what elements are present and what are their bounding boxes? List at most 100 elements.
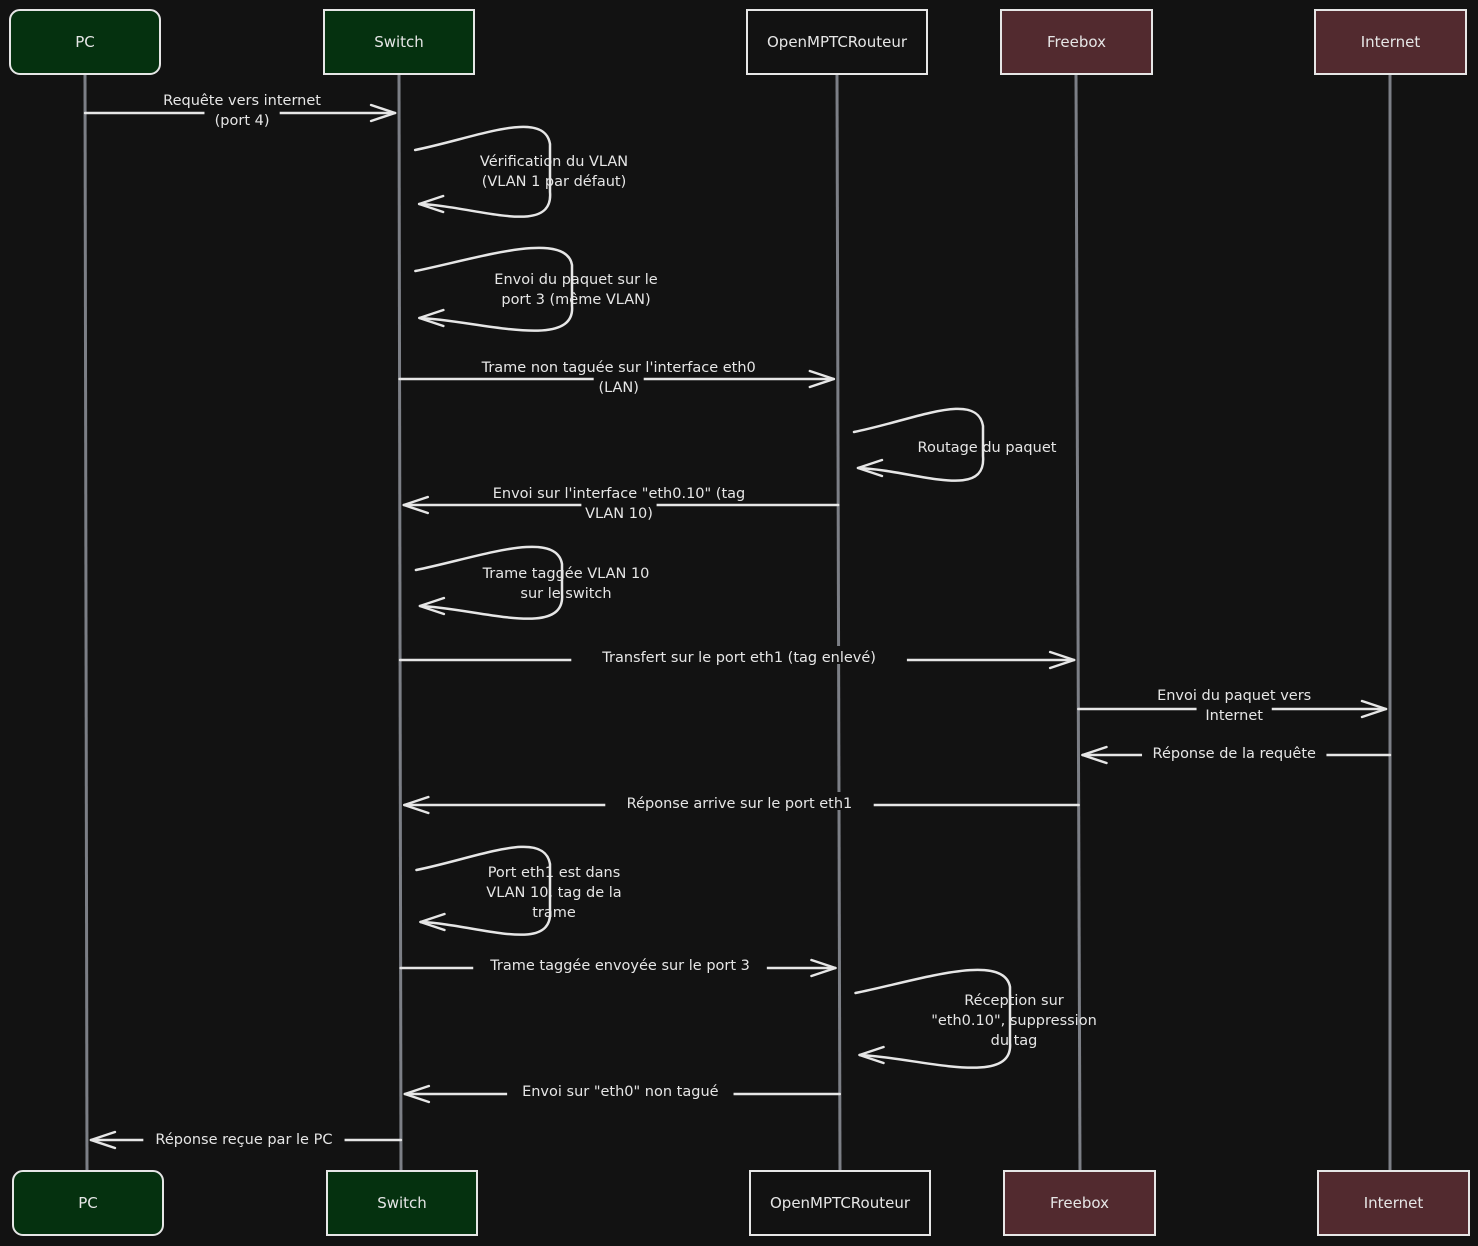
arrowhead	[810, 958, 837, 978]
arrowhead	[1048, 650, 1076, 670]
message-label: Transfert sur le port eth1 (tag enlevé)	[601, 650, 876, 666]
lifeline-switch	[397, 73, 403, 1172]
label-backdrop	[605, 792, 874, 810]
message-label: Routage du paquet	[918, 440, 1057, 456]
actor-internet-bottom: Internet	[1317, 1170, 1470, 1236]
label-backdrop	[571, 646, 907, 664]
message-15: Envoi sur "eth0" non tagué	[403, 1080, 842, 1104]
actor-label: PC	[75, 33, 95, 51]
message-7: Trame taggée VLAN 10 sur le switch	[414, 545, 650, 620]
self-message-loop	[854, 968, 1012, 1069]
message-label: Envoi sur l'interface "eth0.10" (tag	[493, 486, 746, 502]
message-16: Réponse reçue par le PC	[89, 1128, 403, 1150]
arrowhead	[418, 596, 446, 616]
lifeline-freebox	[1074, 73, 1082, 1172]
actor-internet-top: Internet	[1314, 9, 1467, 75]
message-label: Envoi du paquet sur le	[494, 272, 657, 288]
actor-label: Internet	[1361, 33, 1421, 51]
message-label: Port eth1 est dans	[488, 865, 621, 881]
label-backdrop	[204, 109, 280, 127]
message-label: VLAN 10, tag de la	[486, 885, 621, 901]
messages: Requête vers internet (port 4) Vérificatio…	[83, 89, 1392, 1150]
actor-label: PC	[78, 1194, 98, 1212]
actor-label: Switch	[374, 33, 424, 51]
message-4: Trame non taguée sur l'interface eth0 (LA…	[398, 356, 836, 396]
actor-label: Internet	[1364, 1194, 1424, 1212]
self-message-loop	[413, 125, 552, 218]
message-label: Trame taggée envoyée sur le port 3	[489, 958, 750, 974]
label-backdrop	[459, 356, 779, 374]
message-label: (LAN)	[598, 380, 639, 396]
self-message-loop	[852, 407, 985, 482]
message-label: Internet	[1205, 708, 1263, 724]
message-label: VLAN 10)	[585, 506, 653, 522]
arrowhead	[418, 308, 445, 328]
message-label: Vérification du VLAN	[480, 154, 628, 170]
message-5: Routage du paquet	[852, 407, 1057, 482]
message-11: Réponse arrive sur le port eth1	[403, 792, 1080, 815]
message-label: Envoi du paquet vers	[1157, 688, 1311, 704]
self-message-loop	[414, 545, 564, 620]
actor-switch-bottom: Switch	[326, 1170, 478, 1236]
message-label: Requête vers internet	[163, 93, 321, 109]
message-13: Trame taggée envoyée sur le port 3	[399, 954, 837, 978]
arrowhead	[1360, 699, 1388, 719]
label-backdrop	[143, 1128, 345, 1146]
message-6: Envoi sur l'interface "eth0.10" (tagVLAN…	[402, 482, 840, 522]
label-backdrop	[473, 954, 767, 972]
message-label: Réception sur	[964, 993, 1064, 1009]
actor-router-bottom: OpenMPTCRouteur	[749, 1170, 931, 1236]
label-backdrop	[1146, 684, 1323, 702]
arrowhead	[856, 458, 884, 478]
actor-box	[1314, 9, 1467, 75]
message-label: Envoi sur "eth0" non tagué	[522, 1084, 719, 1100]
lifeline-pc	[83, 73, 89, 1172]
arrowhead	[403, 1084, 431, 1104]
actor-freebox-top: Freebox	[1000, 9, 1153, 75]
arrowhead	[1081, 745, 1108, 765]
arrowhead	[808, 369, 836, 389]
label-backdrop	[149, 89, 335, 107]
actor-switch-top: Switch	[323, 9, 475, 75]
message-3: Envoi du paquet sur le port 3 (même VLAN)	[414, 246, 658, 332]
message-label: port 3 (même VLAN)	[501, 292, 650, 308]
actor-label: Switch	[377, 1194, 427, 1212]
arrowhead	[89, 1130, 117, 1150]
message-label: Réponse de la requête	[1153, 746, 1317, 762]
message-label: Trame taggée VLAN 10	[482, 566, 650, 582]
actor-box	[1003, 1170, 1156, 1236]
arrowhead	[417, 194, 445, 214]
arrowhead	[369, 103, 397, 123]
actor-box	[749, 1170, 931, 1236]
actor-box	[12, 1170, 164, 1236]
actor-pc-bottom: PC	[12, 1170, 164, 1236]
message-label: (port 4)	[215, 113, 270, 129]
message-label: trame	[532, 905, 576, 921]
actor-box	[326, 1170, 478, 1236]
actor-box	[9, 9, 161, 75]
self-message-loop	[415, 845, 552, 936]
arrowhead	[858, 1045, 885, 1065]
actor-freebox-bottom: Freebox	[1003, 1170, 1156, 1236]
actor-box	[1317, 1170, 1470, 1236]
lifeline-router	[835, 73, 842, 1172]
actor-label: OpenMPTCRouteur	[770, 1194, 911, 1212]
actor-box	[323, 9, 475, 75]
label-backdrop	[1196, 704, 1272, 722]
message-8: Transfert sur le port eth1 (tag enlevé)	[398, 646, 1076, 670]
message-2: Vérification du VLAN (VLAN 1 par défaut)	[413, 125, 628, 218]
message-label: Trame non taguée sur l'interface eth0	[481, 360, 756, 376]
actor-router-top: OpenMPTCRouteur	[746, 9, 928, 75]
message-label: "eth0.10", suppression	[931, 1013, 1097, 1029]
message-label: sur le switch	[520, 586, 611, 602]
arrowhead	[403, 795, 430, 815]
message-label: (VLAN 1 par défaut)	[482, 174, 627, 190]
label-backdrop	[581, 502, 657, 520]
lifelines	[83, 73, 1392, 1172]
actor-box	[746, 9, 928, 75]
actor-label: Freebox	[1047, 33, 1106, 51]
